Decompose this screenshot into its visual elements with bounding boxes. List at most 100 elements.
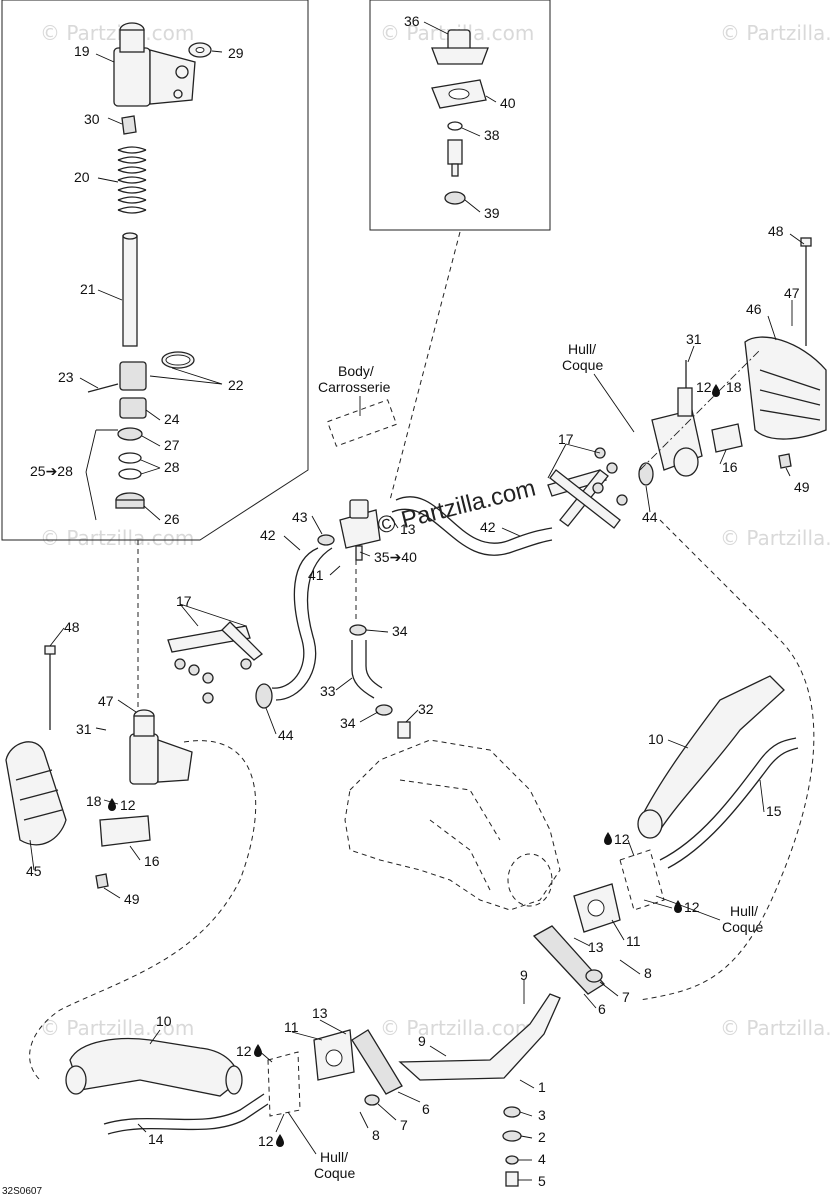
part-6-arm-left [351,1029,403,1095]
part-22-rings [161,351,195,369]
callout-18: 18 [86,793,102,809]
callout-44: 44 [278,727,294,743]
note-coque-text: Coque [314,1165,355,1181]
callout-24: 24 [164,411,180,427]
part-24-bushing [119,361,147,419]
part-17-lever-left [167,621,263,704]
oil-drop-icon [108,798,116,811]
oil-drop-icon [254,1044,262,1057]
callout-7: 7 [400,1117,408,1133]
part-16-shaft-right [711,423,743,453]
part-17-lever-right [547,447,628,529]
callout-49: 49 [794,479,810,495]
callout-27: 27 [164,437,180,453]
part-36-cable-housing [431,29,489,65]
part-3-spacer [503,1106,521,1118]
callout-19: 19 [74,43,90,59]
callout-49: 49 [124,891,140,907]
note-hull-text: Hull/ [730,903,758,919]
part-21-tube [122,232,138,347]
part-11-left-lower-housing [313,1029,355,1081]
watermark-text: © Partzilla.com [40,21,194,45]
part-6-arm-right [532,925,605,995]
part-16-shaft-left [99,815,151,847]
callout-26: 26 [164,511,180,527]
note-coque-text: Coque [562,357,603,373]
part-19-housing [113,22,196,107]
cable-route-right [639,519,815,1001]
detail-box-steering-column [1,0,309,541]
callout-28: 28 [164,459,180,475]
note-hull-text: Hull/ [320,1149,348,1165]
callout-35-40: 35➔40 [374,549,417,565]
part-40-gasket [431,79,487,109]
part-10-elbow-left [65,1037,243,1097]
callout-9: 9 [520,967,528,983]
part-26-bearing [115,492,145,509]
part-30-clip [121,115,137,135]
callout-38: 38 [484,127,500,143]
callout-32: 32 [418,701,434,717]
callout-16: 16 [144,853,160,869]
callout-41: 41 [308,567,324,583]
callout-29: 29 [228,45,244,61]
callout-12: 12 [120,797,136,813]
callout-45: 45 [26,863,42,879]
part-27-seal [117,427,143,441]
callout-30: 30 [84,111,100,127]
callout-7: 7 [622,989,630,1005]
body-gasket-outline [326,399,398,447]
watermark-text: © Partzilla.com [720,21,830,45]
hull-gasket-right [619,849,665,911]
callout-47: 47 [784,285,800,301]
callout-1: 1 [538,1079,546,1095]
callout-10: 10 [156,1013,172,1029]
part-4-nut [505,1155,519,1165]
callout-20: 20 [74,169,90,185]
oil-drop-icon [276,1134,284,1147]
watermark-text: © Partzilla.com [40,526,194,550]
part-42-hose-right [391,496,553,556]
callout-48: 48 [64,619,80,635]
oil-drop-icon [604,832,612,845]
watermark-text: © Partzilla.com [720,1016,830,1040]
note-body-text: Body/ [338,363,374,379]
note-body: Body/ Carrosserie [318,363,391,416]
part-43-nut [317,534,335,546]
callout-labels: 19 29 30 20 21 23 22 24 27 25➔28 28 26 3… [26,13,810,1189]
callout-33: 33 [320,683,336,699]
callout-46: 46 [746,301,762,317]
note-carrosserie-text: Carrosserie [318,379,391,395]
callout-17: 17 [558,431,574,447]
callout-12: 12 [258,1133,274,1149]
part-48-bolt-left [44,645,56,730]
part-7-washer-left [364,1094,380,1106]
callout-14: 14 [148,1131,164,1147]
callout-48: 48 [768,223,784,239]
note-hull-right: Hull/ Coque [722,903,763,935]
callout-42: 42 [260,527,276,543]
oil-drop-icon [712,384,720,397]
callout-13: 13 [588,939,604,955]
callout-21: 21 [80,281,96,297]
watermark-layer: © Partzilla.com © Partzilla.com © Partzi… [40,21,830,1040]
oil-drop-icon [674,900,682,913]
part-32-fitting [397,721,411,739]
callout-16: 16 [722,459,738,475]
callout-34: 34 [340,715,356,731]
watermark-text: © Partzilla.com [380,1016,534,1040]
callout-6: 6 [598,1001,606,1017]
callout-13: 13 [312,1005,328,1021]
callout-12: 12 [684,899,700,915]
part-5-bolt [505,1171,519,1187]
part-39-seal [444,191,466,205]
callout-12: 12 [614,831,630,847]
callout-34: 34 [392,623,408,639]
part-20-spring [117,146,147,214]
callout-44: 44 [642,509,658,525]
part-42-hose-left [271,547,333,701]
callout-47: 47 [98,693,114,709]
note-hull-text: Hull/ [568,341,596,357]
